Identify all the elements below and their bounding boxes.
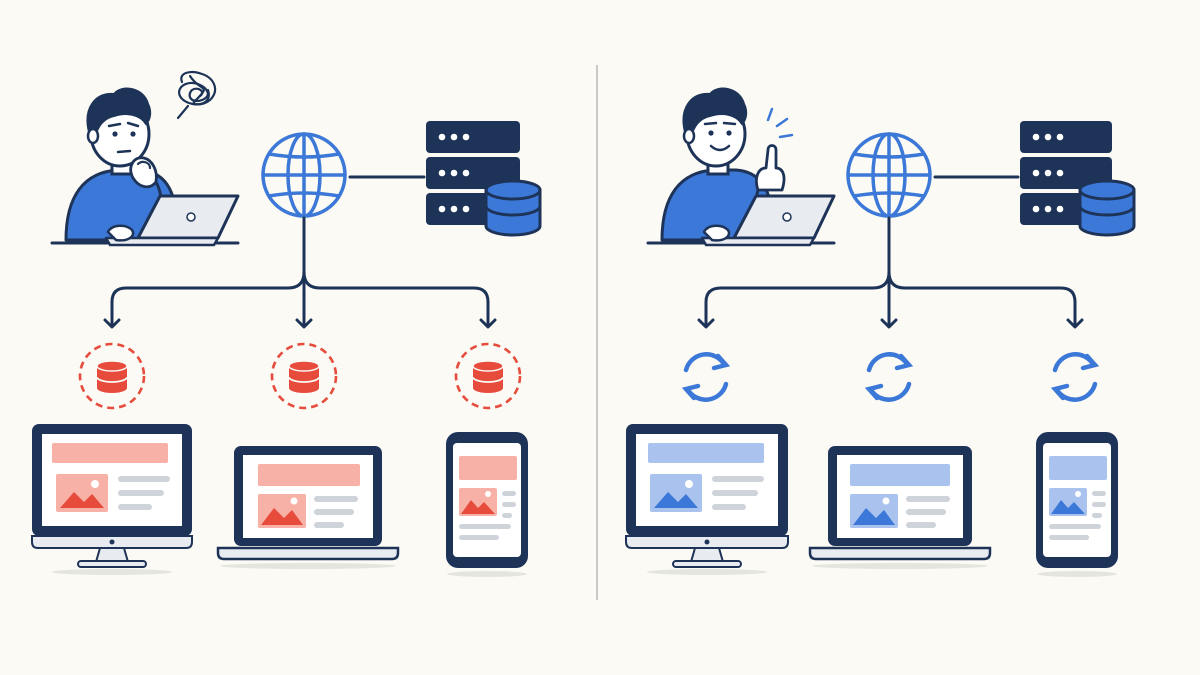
blue-sync-arrows-icon xyxy=(864,352,914,402)
desktop-monitor-icon xyxy=(31,424,193,575)
idea-person-icon xyxy=(646,87,836,247)
server-with-database-icon xyxy=(426,121,542,237)
confused-person-icon xyxy=(50,87,240,247)
smartphone-device-icon xyxy=(446,432,528,577)
laptop-device-icon xyxy=(216,446,400,569)
idea-spark-icon xyxy=(766,107,794,139)
globe-icon xyxy=(846,132,932,218)
scribble-thought-bubble-icon xyxy=(176,71,217,120)
left-panel xyxy=(31,71,542,577)
distribution-arrows xyxy=(103,216,497,329)
server-with-database-icon xyxy=(1020,121,1136,237)
red-dashed-database-icon xyxy=(270,342,338,410)
globe-icon xyxy=(261,132,347,218)
blue-sync-arrows-icon xyxy=(681,352,731,402)
red-dashed-database-icon xyxy=(78,342,146,410)
right-panel xyxy=(625,87,1136,577)
laptop-device-icon xyxy=(808,446,992,569)
red-dashed-database-icon xyxy=(454,342,522,410)
sync-icons xyxy=(681,352,1100,402)
distribution-arrows xyxy=(697,216,1084,329)
smartphone-device-icon xyxy=(1036,432,1118,577)
desktop-monitor-icon xyxy=(625,424,789,575)
stale-cache-icons xyxy=(78,342,522,410)
blue-sync-arrows-icon xyxy=(1050,352,1100,402)
